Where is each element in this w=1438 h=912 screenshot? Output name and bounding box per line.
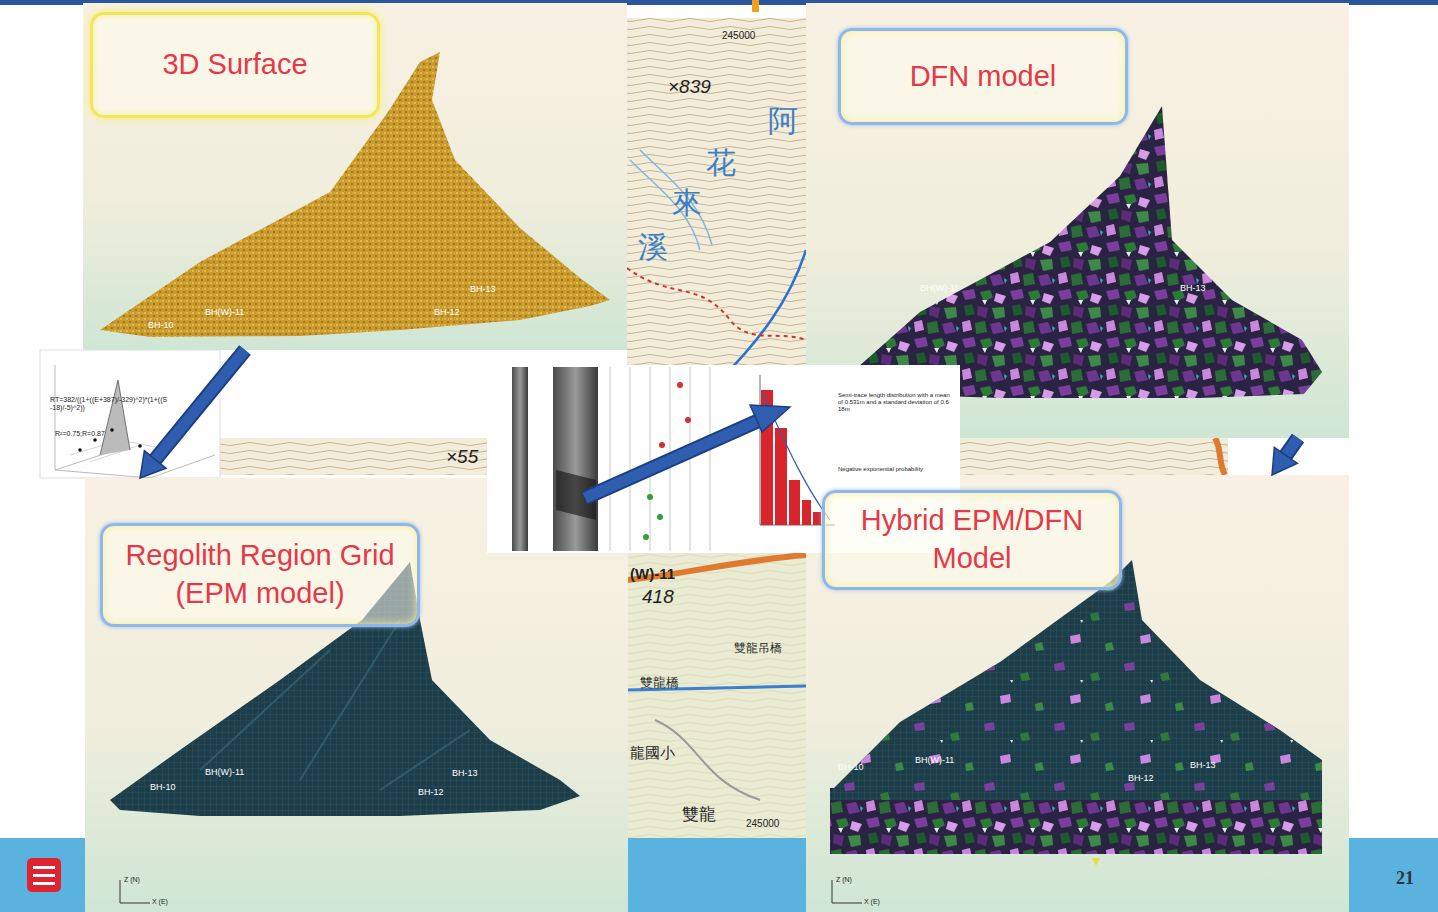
map-label: ×839 bbox=[668, 76, 711, 98]
map-label: 245000 bbox=[746, 818, 779, 830]
map-label: 花 bbox=[706, 146, 736, 181]
map-label: 雙龍 bbox=[682, 805, 716, 825]
heading-text: Hybrid EPM/DFN Model bbox=[837, 502, 1107, 577]
chart-text: Z (N) bbox=[124, 876, 140, 884]
borehole-label: BH-13 bbox=[1180, 283, 1206, 293]
heading-text: 3D Surface bbox=[105, 46, 365, 84]
heading-text: Regolith Region Grid (EPM model) bbox=[115, 537, 405, 612]
map-label: 雙龍橋 bbox=[640, 676, 679, 691]
chart-text: X (E) bbox=[152, 898, 168, 906]
flow-arrow bbox=[1272, 438, 1298, 475]
model-panel: DFN modelBH(W)-11 BH-13 bbox=[806, 3, 1349, 438]
map-label: 龍國小 bbox=[630, 744, 675, 761]
grid-ridges bbox=[200, 620, 470, 790]
borehole-label: BH-10 bbox=[150, 782, 176, 792]
heading-box: Regolith Region Grid (EPM model) bbox=[100, 523, 420, 627]
model-panel: Hybrid EPM/DFN ModelBH-10 BH(W)-11BH-12 BH… bbox=[806, 475, 1349, 912]
hybrid-model bbox=[830, 560, 1322, 866]
map-label: 418 bbox=[642, 586, 674, 608]
page-number: 21 bbox=[1396, 868, 1414, 889]
heading-box: Hybrid EPM/DFN Model bbox=[822, 490, 1122, 590]
map-label: ×55 bbox=[446, 446, 478, 468]
borehole-label: BH-12 bbox=[418, 787, 444, 797]
borehole-label: BH-10 bbox=[838, 762, 864, 772]
borehole-label: BH-10 bbox=[148, 320, 174, 330]
chart-text: R²=0.75;R=0.87 bbox=[55, 430, 105, 438]
map-label: (W)-11 bbox=[630, 565, 675, 582]
chart-text: Semi-trace length distribution with a me… bbox=[838, 392, 950, 413]
borehole-label: BH-13 bbox=[452, 768, 478, 778]
axis-triad bbox=[120, 880, 862, 903]
borehole-label: BH-13 bbox=[470, 284, 496, 294]
model-panel: Regolith Region Grid (EPM model) BH-10 BH(… bbox=[85, 478, 628, 912]
borehole-label: BH-12 bbox=[434, 307, 460, 317]
footer-logo bbox=[27, 858, 61, 892]
borehole-label: BH(W)-11 bbox=[915, 755, 954, 765]
chart-text: Negative exponential probability bbox=[838, 466, 950, 473]
top-mark bbox=[752, 0, 759, 12]
borehole-label: BH(W)-11 bbox=[205, 307, 244, 317]
heading-text: DFN model bbox=[853, 58, 1113, 96]
panel-ground bbox=[806, 475, 1349, 912]
heading-box: 3D Surface bbox=[90, 12, 380, 118]
map-label: 阿 bbox=[768, 104, 798, 139]
borehole-label: BH(W)-11 bbox=[920, 283, 959, 293]
map-label: 245000 bbox=[722, 30, 755, 42]
borehole-label: BH(W)-11 bbox=[205, 767, 244, 777]
borehole-label: BH-12 bbox=[1128, 773, 1154, 783]
map-label: 來 bbox=[672, 186, 702, 221]
map-label: 雙龍吊橋 bbox=[734, 642, 782, 656]
model-panel: 3D SurfaceBH-10 BH(W)-11 BH-12 BH-13 bbox=[83, 3, 627, 350]
chart-text: X (E) bbox=[864, 898, 880, 906]
heading-box: DFN model bbox=[838, 28, 1128, 125]
borehole-label: BH-13 bbox=[1190, 760, 1216, 770]
map-label: 溪 bbox=[638, 230, 668, 265]
fracture-network bbox=[830, 106, 1322, 398]
chart-text: Z (N) bbox=[836, 876, 852, 884]
flow-arrow bbox=[140, 350, 245, 478]
chart-text: RT=382/((1+((E+387)/-329)^2)*(1+((S-18)/… bbox=[50, 396, 168, 412]
panel-ground bbox=[83, 3, 627, 350]
